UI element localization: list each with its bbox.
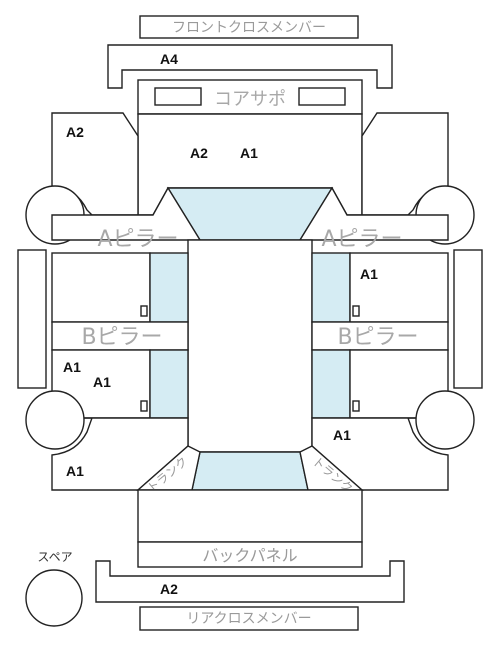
right-side-sill	[453, 249, 483, 389]
right-front-door-part: A1	[311, 252, 449, 323]
rear-cross-member-part: リアクロスメンバー	[139, 606, 359, 631]
core-support-label: コアサポ	[214, 89, 286, 110]
rear-cross-member-label: リアクロスメンバー	[186, 611, 311, 627]
grade-left-rear-quarter: A1	[66, 463, 84, 479]
grade-right-front-door: A1	[360, 266, 378, 282]
grade-rear-cross: A2	[160, 581, 178, 597]
grade-core-right: A1	[240, 145, 258, 161]
back-panel-part: バックパネル	[137, 541, 363, 568]
b-pillar-left-part: Bピラー	[51, 321, 189, 351]
rear-bumper-reinforcement-part: A2	[95, 560, 405, 603]
a-pillar-left-part: Aピラー	[51, 186, 202, 252]
roof-panel	[187, 239, 313, 453]
grade-front-cross: A4	[160, 51, 178, 67]
front-cross-member-part: フロントクロスメンバー	[139, 15, 359, 39]
back-panel-label: バックパネル	[202, 546, 297, 565]
left-front-door-part	[51, 252, 189, 323]
grade-left-rear-door-2: A1	[93, 374, 111, 390]
spare-tire-circle	[25, 569, 83, 627]
wheel-rear-right	[415, 390, 475, 450]
left-rear-door-part: A1 A1	[51, 349, 189, 419]
grade-right-rear-quarter: A1	[333, 427, 351, 443]
b-pillar-right-part: Bピラー	[311, 321, 449, 351]
trunk-lid-part	[137, 489, 363, 543]
a-pillar-left-label: Aピラー	[97, 227, 178, 252]
b-pillar-right-label: Bピラー	[337, 325, 418, 350]
b-pillar-left-label: Bピラー	[81, 325, 162, 350]
grade-left-rear-door-1: A1	[63, 359, 81, 375]
front-cross-member-label: フロントクロスメンバー	[172, 20, 326, 36]
a-pillar-right-label: Aピラー	[321, 227, 402, 252]
a-pillar-right-part: Aピラー	[298, 186, 449, 252]
spare-label: スペア	[37, 550, 72, 564]
left-rear-quarter-part: A1	[51, 417, 189, 491]
spare-tire-part: スペア	[25, 550, 83, 627]
front-bumper-reinforcement-part: A4	[107, 44, 393, 89]
wheel-rear-left	[25, 390, 85, 450]
rear-window-part	[191, 451, 309, 491]
core-support-part: コアサポ	[137, 79, 363, 115]
grade-core-left: A2	[190, 145, 208, 161]
left-side-sill	[17, 249, 47, 389]
grade-front-left: A2	[66, 124, 84, 140]
